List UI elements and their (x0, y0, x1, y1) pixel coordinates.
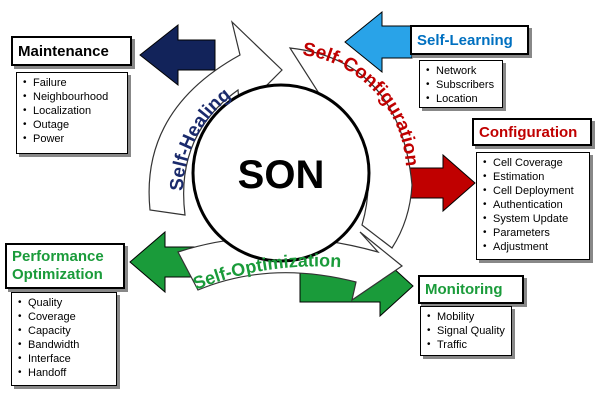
performance-item: Capacity (18, 324, 112, 338)
son-label: SON (238, 153, 325, 197)
son-circle (191, 83, 371, 263)
performance-title-line2: Optimization (12, 266, 103, 283)
configuration-item: Cell Deployment (483, 184, 585, 198)
configuration-title: Configuration (479, 123, 578, 141)
maintenance-arrow-shape (139, 23, 216, 87)
configuration-item: Cell Coverage (483, 156, 585, 170)
performance-title-box: Performance Optimization (5, 243, 125, 289)
maintenance-item: Outage (23, 118, 123, 132)
self-learning-list: NetworkSubscribersLocation (419, 60, 503, 108)
self-learning-title: Self-Learning (417, 31, 513, 49)
maintenance-title: Maintenance (18, 42, 109, 60)
configuration-title-box: Configuration (472, 118, 592, 146)
monitoring-item: Signal Quality (427, 324, 507, 338)
configuration-list: Cell CoverageEstimationCell DeploymentAu… (476, 152, 590, 260)
performance-list: QualityCoverageCapacityBandwidthInterfac… (11, 292, 117, 386)
monitoring-list: MobilitySignal QualityTraffic (420, 306, 512, 356)
monitoring-item: Mobility (427, 310, 507, 324)
self-healing-ribbon (148, 20, 283, 216)
configuration-arrow (409, 153, 476, 213)
maintenance-item: Localization (23, 104, 123, 118)
configuration-item: Authentication (483, 198, 585, 212)
maintenance-item: Power (23, 132, 123, 146)
maintenance-item: Failure (23, 76, 123, 90)
self-learning-item: Location (426, 92, 498, 106)
performance-item: Quality (18, 296, 112, 310)
configuration-item: Parameters (483, 226, 585, 240)
performance-item: Bandwidth (18, 338, 112, 352)
maintenance-item: Neighbourhood (23, 90, 123, 104)
self-learning-item: Network (426, 64, 498, 78)
configuration-item: Adjustment (483, 240, 585, 254)
configuration-item: System Update (483, 212, 585, 226)
configuration-item: Estimation (483, 170, 585, 184)
performance-item: Handoff (18, 366, 112, 380)
performance-title-line1: Performance (12, 248, 104, 265)
monitoring-title: Monitoring (425, 281, 503, 298)
performance-item: Interface (18, 352, 112, 366)
maintenance-list: FailureNeighbourhoodLocalizationOutagePo… (16, 72, 128, 154)
performance-item: Coverage (18, 310, 112, 324)
self-learning-title-box: Self-Learning (410, 25, 529, 55)
monitoring-title-box: Monitoring (418, 275, 524, 304)
monitoring-item: Traffic (427, 338, 507, 352)
maintenance-title-box: Maintenance (11, 36, 132, 66)
self-learning-item: Subscribers (426, 78, 498, 92)
